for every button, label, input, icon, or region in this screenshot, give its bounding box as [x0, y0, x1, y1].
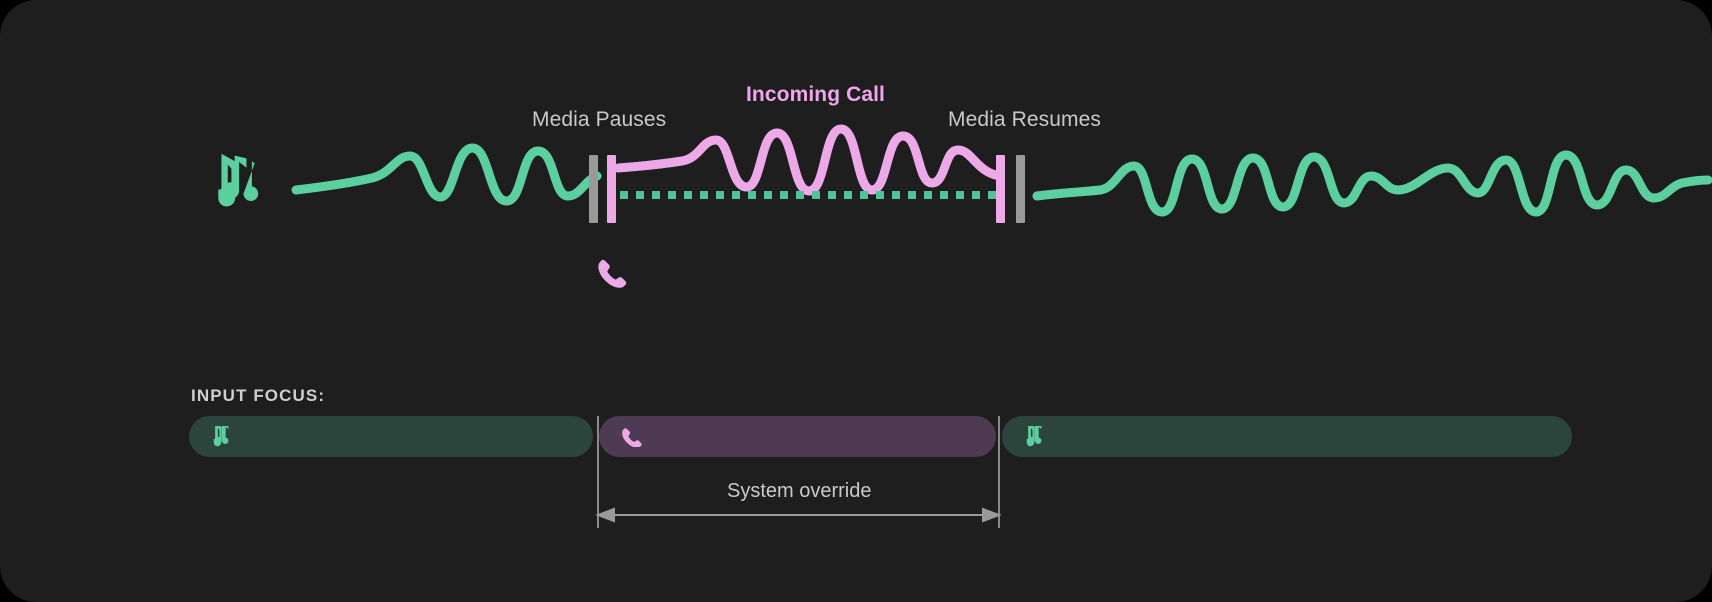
focus-track-media-left[interactable]: [189, 416, 593, 457]
focus-track-call[interactable]: [599, 416, 996, 457]
music-notes-icon: [211, 421, 233, 448]
waveform-media-after: [1032, 150, 1712, 217]
pause-marker-pink: [607, 155, 616, 223]
waveform-call: [613, 124, 1005, 196]
focus-track-media-right[interactable]: [1002, 416, 1572, 457]
music-notes-icon: [218, 153, 259, 207]
label-media-resumes: Media Resumes: [948, 108, 1102, 131]
phone-handset-icon: [598, 259, 627, 288]
input-focus-title: INPUT FOCUS:: [191, 386, 326, 405]
override-label: System override: [727, 480, 872, 502]
phone-handset-icon: [621, 426, 642, 448]
override-arrow: [595, 507, 1002, 523]
waveform-media-before: [291, 143, 602, 206]
music-notes-icon: [1024, 421, 1046, 448]
resume-marker-pink: [996, 155, 1005, 223]
muted-baseline-dots: [620, 191, 996, 199]
label-incoming-call: Incoming Call: [746, 83, 885, 106]
label-media-pauses: Media Pauses: [532, 108, 667, 131]
pause-marker-gray: [589, 155, 598, 223]
resume-marker-gray: [1016, 155, 1025, 223]
